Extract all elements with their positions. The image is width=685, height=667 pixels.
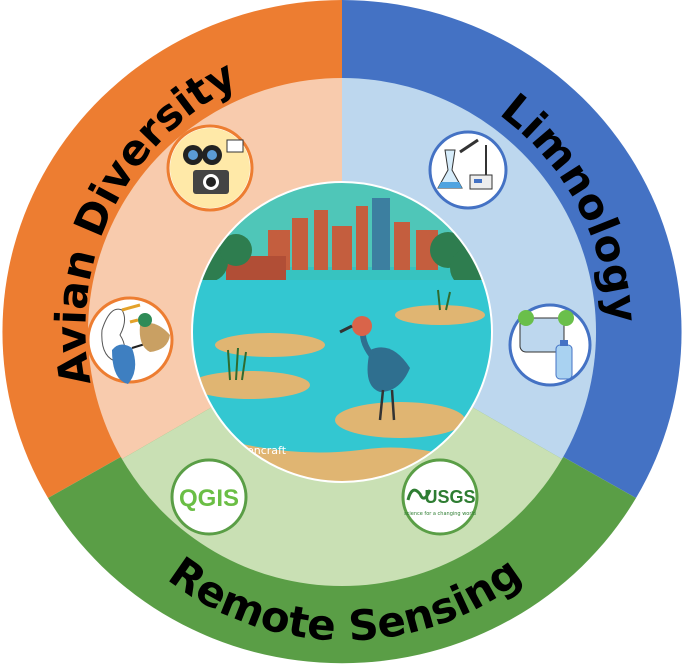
qgis-logo: QGIS <box>170 458 248 536</box>
svg-text:USGS: USGS <box>424 487 475 507</box>
svg-text:QGIS: QGIS <box>179 485 239 512</box>
binoculars-camera-icon <box>166 124 254 212</box>
center-wetland-image: gencraft <box>192 182 492 482</box>
usgs-logo: USGS science for a changing world <box>401 458 479 536</box>
svg-text:science for a changing world: science for a changing world <box>404 511 476 517</box>
water-sample-icon <box>508 303 592 387</box>
lab-equipment-icon <box>428 130 508 210</box>
wading-bird <box>339 316 410 421</box>
birds-icon <box>86 296 174 384</box>
